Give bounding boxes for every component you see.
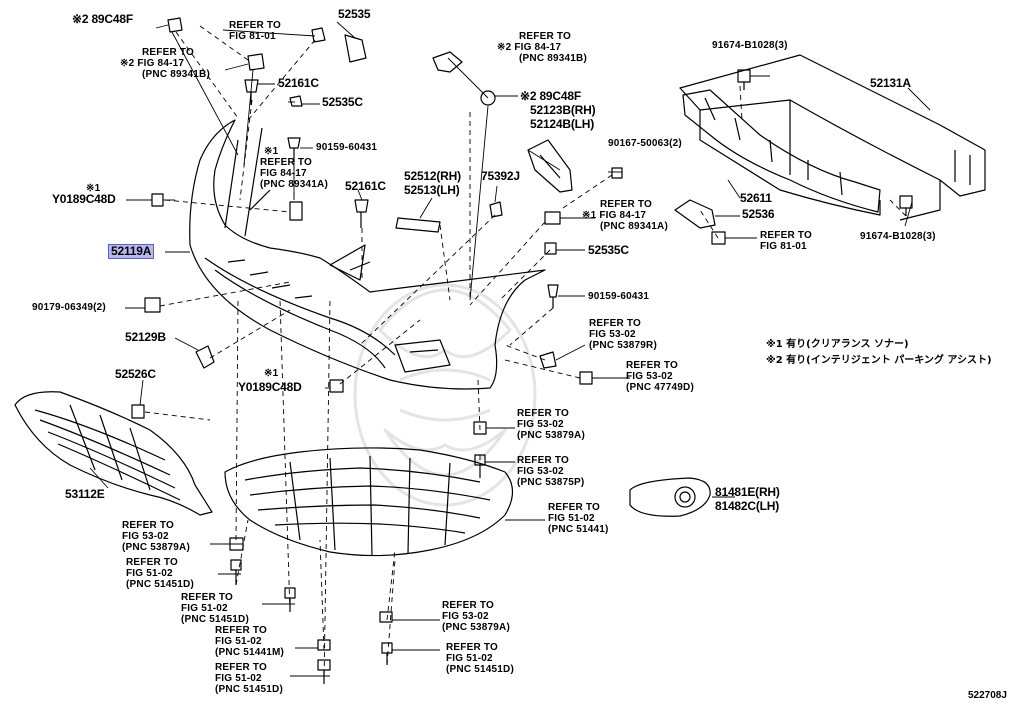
- lower-grille: [14, 391, 213, 516]
- ref-fig51-d3[interactable]: REFER TO FIG 51-02 (PNC 51451D): [215, 662, 283, 695]
- bumper-reinforcement: [679, 54, 986, 221]
- part-90179: 90179-06349(2): [32, 302, 106, 313]
- part-52512: 52512(RH): [404, 169, 461, 183]
- legend-notes: ※1 有り(クリアランス ソナー) ※2 有り(インテリジェント パーキング ア…: [766, 337, 992, 369]
- bumper-cover: [189, 119, 546, 390]
- part-y0189c48d-b: Y0189C48D: [238, 380, 302, 394]
- part-52161c-b: 52161C: [345, 179, 386, 193]
- assembly-lines: [144, 25, 907, 685]
- part-75392j: 75392J: [481, 169, 520, 183]
- note-2: ※2 有り(インテリジェント パーキング アシスト): [766, 355, 992, 366]
- ref-fig51-d4[interactable]: REFER TO FIG 51-02 (PNC 51451D): [446, 642, 514, 675]
- part-52535c-b: 52535C: [588, 243, 629, 257]
- part-91674-bot: 91674-B1028(3): [860, 231, 936, 242]
- ref-fig84-center-mark: ※1: [264, 146, 279, 157]
- energy-absorber: [682, 89, 881, 213]
- part-y0189c48d-b-mark: ※1: [264, 368, 279, 379]
- part-52119a-selected[interactable]: 52119A: [108, 244, 155, 259]
- part-52129b: 52129B: [125, 330, 166, 344]
- leader-lines: [89, 21, 931, 677]
- ref-fig84-center[interactable]: REFER TO FIG 84-17 (PNC 89341A): [260, 157, 328, 190]
- ref-fig53-a-bot[interactable]: REFER TO FIG 53-02 (PNC 53879A): [442, 600, 510, 633]
- fasteners: [131, 17, 913, 684]
- part-91674-top: 91674-B1028(3): [712, 40, 788, 51]
- part-81481e: 81481E(RH): [715, 485, 780, 499]
- part-52536: 52536: [742, 207, 775, 221]
- ref-fig51-51441[interactable]: REFER TO FIG 51-02 (PNC 51441): [548, 502, 609, 535]
- part-90159-b: 90159-60431: [588, 291, 650, 302]
- ref-fig53-p[interactable]: REFER TO FIG 53-02 (PNC 53875P): [517, 455, 585, 488]
- fog-lamp-bezel: [629, 477, 711, 517]
- diagram-id: 522708J: [968, 690, 1007, 701]
- part-52123b: 52123B(RH): [530, 103, 596, 117]
- part-y0189c48d-a: Y0189C48D: [52, 192, 116, 206]
- seal-strip: [395, 217, 441, 233]
- part-90167: 90167-50063(2): [608, 138, 682, 149]
- bracket-52123b: [527, 139, 573, 193]
- ref-fig53-r[interactable]: REFER TO FIG 53-02 (PNC 53879R): [589, 318, 657, 351]
- note-1: ※1 有り(クリアランス ソナー): [766, 339, 909, 350]
- engine-under-cover: [224, 447, 514, 557]
- ref-fig84-far[interactable]: REFER TO ※1 FIG 84-17 (PNC 89341A): [582, 199, 668, 232]
- part-52131a: 52131A: [870, 76, 911, 90]
- ref-fig51-m[interactable]: REFER TO FIG 51-02 (PNC 51441M): [215, 625, 285, 658]
- ref-fig81-top[interactable]: REFER TO FIG 81-01: [229, 20, 281, 42]
- ref-fig84-left[interactable]: REFER TO ※2 FIG 84-17 (PNC 89341B): [120, 47, 210, 80]
- part-52124b: 52124B(LH): [530, 117, 595, 131]
- part-89c48f-top: ※2 89C48F: [72, 12, 133, 26]
- part-52611: 52611: [740, 191, 772, 205]
- watermark-emblem: [353, 283, 537, 507]
- ref-fig53-a-mid[interactable]: REFER TO FIG 53-02 (PNC 53879A): [517, 408, 585, 441]
- bracket-52536: [674, 199, 716, 229]
- ref-fig53-a-left[interactable]: REFER TO FIG 53-02 (PNC 53879A): [122, 520, 190, 553]
- part-52535: 52535: [338, 7, 371, 21]
- part-81482c: 81482C(LH): [715, 499, 780, 513]
- part-89c48f-mid: ※2 89C48F: [520, 89, 581, 103]
- ref-fig53-d[interactable]: REFER TO FIG 53-02 (PNC 47749D): [626, 360, 694, 393]
- part-y0189c48d-a-mark: ※1: [86, 183, 101, 194]
- ref-fig81-right[interactable]: REFER TO FIG 81-01: [760, 230, 812, 252]
- part-52526c: 52526C: [115, 367, 156, 381]
- ref-fig51-d1[interactable]: REFER TO FIG 51-02 (PNC 51451D): [126, 557, 194, 590]
- part-53112e: 53112E: [65, 487, 105, 501]
- ref-fig51-d2[interactable]: REFER TO FIG 51-02 (PNC 51451D): [181, 592, 249, 625]
- ref-fig84-right[interactable]: REFER TO ※2 FIG 84-17 (PNC 89341B): [497, 31, 587, 64]
- part-90159-a: 90159-60431: [316, 142, 378, 153]
- part-52161c-a: 52161C: [278, 76, 319, 90]
- part-52535c-a: 52535C: [322, 95, 363, 109]
- part-52513: 52513(LH): [404, 183, 460, 197]
